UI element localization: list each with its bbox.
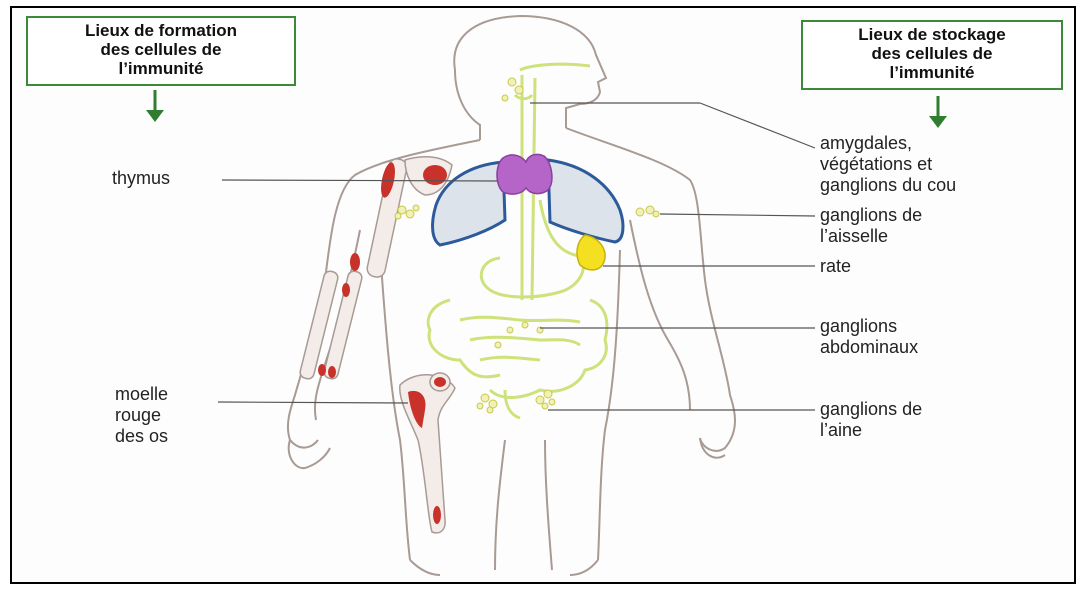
formation-line-1: Lieux de formation (36, 21, 286, 40)
thymus-organ (497, 154, 552, 194)
label-thymus: thymus (112, 168, 170, 189)
femur-bone (400, 373, 455, 533)
label-aine-line-2: l’aine (820, 420, 922, 441)
label-amygdales-line-2: végétations et (820, 154, 956, 175)
stockage-box: Lieux de stockage des cellules de l’immu… (801, 20, 1063, 90)
formation-line-2: des cellules de (36, 40, 286, 59)
stockage-line-3: l’immunité (811, 63, 1053, 82)
label-aisselle: ganglions de l’aisselle (820, 205, 922, 247)
stockage-line-2: des cellules de (811, 44, 1053, 63)
arrows (146, 90, 947, 128)
stockage-line-1: Lieux de stockage (811, 25, 1053, 44)
label-moelle-line-1: moelle (115, 384, 168, 405)
label-moelle: moelle rouge des os (115, 384, 168, 447)
label-aisselle-line-1: ganglions de (820, 205, 922, 226)
label-aine-line-1: ganglions de (820, 399, 922, 420)
label-abdominaux-line-2: abdominaux (820, 337, 918, 358)
label-amygdales-line-3: ganglions du cou (820, 175, 956, 196)
label-abdominaux-line-1: ganglions (820, 316, 918, 337)
label-moelle-line-2: rouge (115, 405, 168, 426)
label-amygdales: amygdales, végétations et ganglions du c… (820, 133, 956, 196)
label-amygdales-line-1: amygdales, (820, 133, 956, 154)
label-rate-line-1: rate (820, 256, 851, 277)
formation-box: Lieux de formation des cellules de l’imm… (26, 16, 296, 86)
arm-bones (299, 157, 452, 380)
label-moelle-line-3: des os (115, 426, 168, 447)
label-abdominaux: ganglions abdominaux (820, 316, 918, 358)
formation-line-3: l’immunité (36, 59, 286, 78)
label-rate: rate (820, 256, 851, 277)
lymph-nodes (395, 78, 659, 413)
label-aine: ganglions de l’aine (820, 399, 922, 441)
label-thymus-line-1: thymus (112, 168, 170, 189)
label-aisselle-line-2: l’aisselle (820, 226, 922, 247)
